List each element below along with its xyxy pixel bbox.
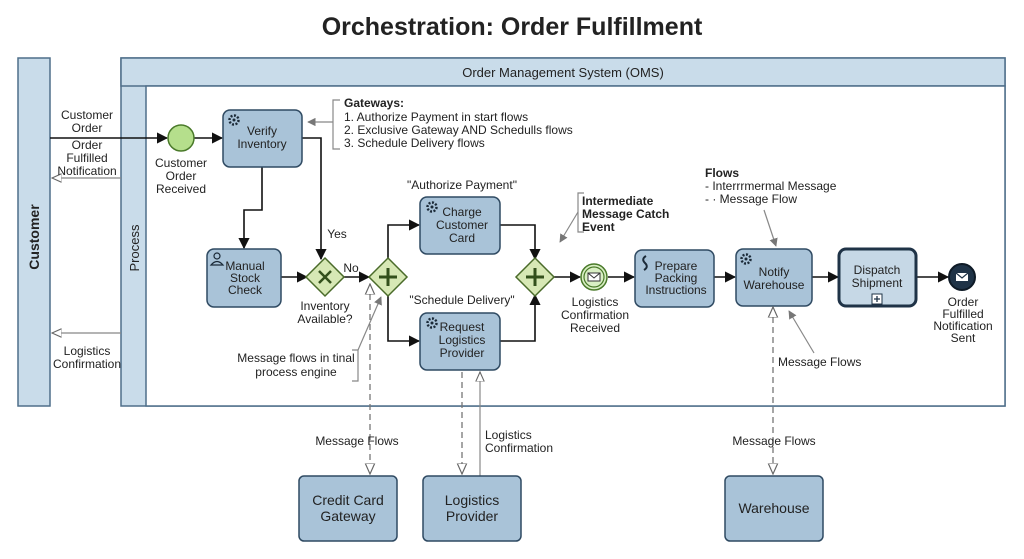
envelope-filled-icon xyxy=(955,272,969,281)
svg-text:- · Message Flow: - · Message Flow xyxy=(705,192,797,206)
parallel-gateway-join[interactable] xyxy=(514,256,556,298)
svg-text:3. Schedule Delivery flows: 3. Schedule Delivery flows xyxy=(344,136,485,150)
svg-text:1. Authorize Payment in start: 1. Authorize Payment in start flows xyxy=(344,110,528,124)
plus-icon xyxy=(526,268,544,286)
svg-text:Gateways:: Gateways: xyxy=(344,96,404,110)
no-label: No xyxy=(343,261,359,275)
gear-icon xyxy=(740,253,752,265)
sequence-flows xyxy=(194,132,950,347)
gear-icon xyxy=(426,317,438,329)
gear-icon xyxy=(228,114,240,126)
customer-pool[interactable]: Customer xyxy=(17,57,51,407)
process-lane-label: Process xyxy=(127,224,142,271)
oms-pool-label: Order Management System (OMS) xyxy=(462,65,664,80)
script-icon xyxy=(642,255,648,271)
participant-warehouse[interactable]: Warehouse xyxy=(724,475,824,542)
message-flows-notify-label: Message Flows xyxy=(778,355,861,369)
svg-text:2. Exclusive Gateway AND Sched: 2. Exclusive Gateway AND Schedulls flows xyxy=(344,123,573,137)
plus-square-icon xyxy=(871,293,883,305)
gear-icon xyxy=(426,201,438,213)
person-icon xyxy=(209,252,225,266)
svg-text:Flows: Flows xyxy=(705,166,739,180)
customer-pool-label: Customer xyxy=(26,204,42,270)
schedule-delivery-label: "Schedule Delivery" xyxy=(409,293,514,307)
flows-annotation: Flows - Interrrmermal Message - · Messag… xyxy=(705,166,837,247)
parallel-gateway-split[interactable] xyxy=(367,256,409,298)
plus-icon xyxy=(379,268,397,286)
gateways-annotation: Gateways: 1. Authorize Payment in start … xyxy=(307,96,573,150)
message-flows-warehouse-label: Message Flows xyxy=(732,434,815,448)
yes-label: Yes xyxy=(327,227,347,241)
svg-text:- Interrrmermal Message: - Interrrmermal Message xyxy=(705,179,837,193)
envelope-icon xyxy=(587,272,601,282)
message-flows-left-label: Message Flows xyxy=(315,434,398,448)
authorize-payment-label: "Authorize Payment" xyxy=(407,178,517,192)
svg-text:Warehouse: Warehouse xyxy=(738,500,809,516)
diagram-title: Orchestration: Order Fulfillment xyxy=(322,13,703,41)
x-icon xyxy=(318,270,332,284)
